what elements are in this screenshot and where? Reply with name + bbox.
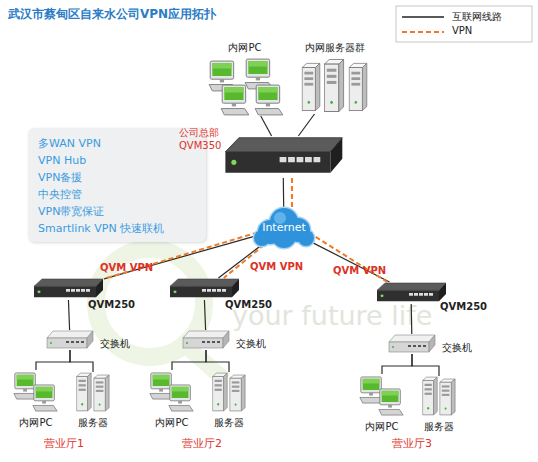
device-label: 内网PC bbox=[205, 41, 285, 54]
device-label: 内网服务器群 bbox=[288, 41, 382, 54]
branch-label: 营业厅3 bbox=[392, 436, 432, 451]
device-label: 交换机 bbox=[100, 337, 140, 350]
pc-group: 内网PC bbox=[12, 370, 60, 412]
edge-label: QVM VPN bbox=[333, 265, 386, 276]
switch-icon bbox=[389, 335, 435, 352]
pc-icon bbox=[245, 59, 273, 89]
server-icon bbox=[324, 60, 343, 112]
server-group: 内网服务器群 bbox=[298, 58, 372, 114]
server-group: 服务器 bbox=[211, 372, 247, 412]
pc-group: 内网PC bbox=[148, 370, 196, 412]
feature-item: Smartlink VPN 快速联机 bbox=[38, 220, 196, 237]
device-label: 服务器 bbox=[65, 416, 121, 429]
feature-item: 多WAN VPN bbox=[38, 135, 196, 152]
edge-label: QVM VPN bbox=[250, 261, 303, 272]
pc-group: 内网PC bbox=[358, 374, 406, 416]
pc-icon bbox=[150, 373, 174, 399]
legend-frame bbox=[396, 6, 532, 42]
legend-sample-dash bbox=[402, 31, 444, 33]
server-icon bbox=[213, 373, 227, 411]
network-link bbox=[261, 116, 272, 136]
hq-router: 公司总部 QVM350 bbox=[222, 136, 344, 178]
switch: 交换机 bbox=[182, 330, 230, 350]
feature-item: VPN备援 bbox=[38, 169, 196, 186]
legend-text: VPN bbox=[452, 25, 472, 36]
device-label: 交换机 bbox=[236, 337, 276, 350]
switch: 交换机 bbox=[388, 334, 436, 354]
pc-icon bbox=[209, 61, 237, 91]
pc-icon bbox=[169, 385, 193, 411]
server-group: 服务器 bbox=[421, 376, 457, 416]
branch-devices bbox=[150, 373, 245, 411]
router-icon bbox=[225, 138, 342, 173]
pc-group: 内网PC bbox=[205, 58, 285, 116]
network-link bbox=[70, 350, 93, 372]
legend-sample-line bbox=[402, 16, 444, 18]
network-link bbox=[298, 114, 314, 136]
server-icon bbox=[94, 375, 109, 411]
branch-label: 营业厅1 bbox=[44, 436, 84, 451]
network-link bbox=[68, 300, 69, 330]
pc-icon bbox=[14, 373, 38, 399]
branch-label: 营业厅2 bbox=[182, 436, 222, 451]
server-group: 服务器 bbox=[75, 372, 111, 412]
feature-item: VPN带宽保证 bbox=[38, 203, 196, 220]
pc-icon bbox=[360, 377, 384, 403]
network-link bbox=[36, 350, 70, 370]
network-link bbox=[204, 300, 205, 330]
branch-devices bbox=[360, 377, 455, 415]
internet-cloud-icon bbox=[254, 208, 314, 248]
router-icon bbox=[377, 283, 446, 301]
device-label: QVM250 bbox=[225, 298, 273, 311]
network-link bbox=[283, 178, 285, 210]
network-link bbox=[172, 350, 206, 370]
server-icon bbox=[77, 373, 91, 411]
pc-icon bbox=[33, 385, 57, 411]
router-icon bbox=[170, 279, 239, 297]
server-icon bbox=[349, 63, 367, 110]
device-label: 服务器 bbox=[411, 420, 467, 433]
server-icon bbox=[440, 379, 455, 415]
switch: 交换机 bbox=[46, 330, 94, 350]
device-label: 内网PC bbox=[8, 416, 64, 429]
server-icon bbox=[302, 63, 320, 110]
switch-icon bbox=[183, 331, 229, 348]
pc-icon bbox=[221, 85, 249, 115]
branch-router: QVM250 bbox=[168, 278, 240, 300]
feature-item: VPN Hub bbox=[38, 152, 196, 169]
diagram-title: 武汉市蔡甸区自来水公司VPN应用拓扑 bbox=[8, 6, 216, 23]
branch-router: QVM250 bbox=[32, 278, 104, 300]
watermark-tail bbox=[185, 345, 225, 380]
branch-router: QVM250 bbox=[375, 282, 447, 304]
switch-icon bbox=[47, 331, 93, 348]
legend-text: 互联网线路 bbox=[452, 10, 502, 24]
pc-icon bbox=[255, 85, 283, 115]
network-link bbox=[313, 243, 390, 282]
internet-cloud: Internet bbox=[255, 210, 313, 246]
network-link bbox=[206, 350, 229, 372]
device-label: QVM250 bbox=[88, 298, 136, 311]
pc-icon bbox=[379, 389, 403, 415]
vpn-link bbox=[292, 178, 387, 282]
device-label: 交换机 bbox=[442, 341, 482, 354]
router-icon bbox=[34, 279, 103, 297]
server-icon bbox=[230, 375, 245, 411]
device-label: 内网PC bbox=[354, 420, 410, 433]
network-link bbox=[412, 354, 439, 376]
device-label: QVM250 bbox=[440, 300, 488, 313]
edge-label: QVM VPN bbox=[100, 262, 153, 273]
device-label: 公司总部 QVM350 bbox=[179, 126, 221, 152]
branch-devices bbox=[14, 373, 109, 411]
server-icon bbox=[423, 377, 437, 415]
network-link bbox=[382, 354, 412, 374]
device-label: Internet bbox=[255, 221, 313, 234]
device-label: 服务器 bbox=[201, 416, 257, 429]
device-label: 内网PC bbox=[144, 416, 200, 429]
feature-item: 中央控管 bbox=[38, 186, 196, 203]
